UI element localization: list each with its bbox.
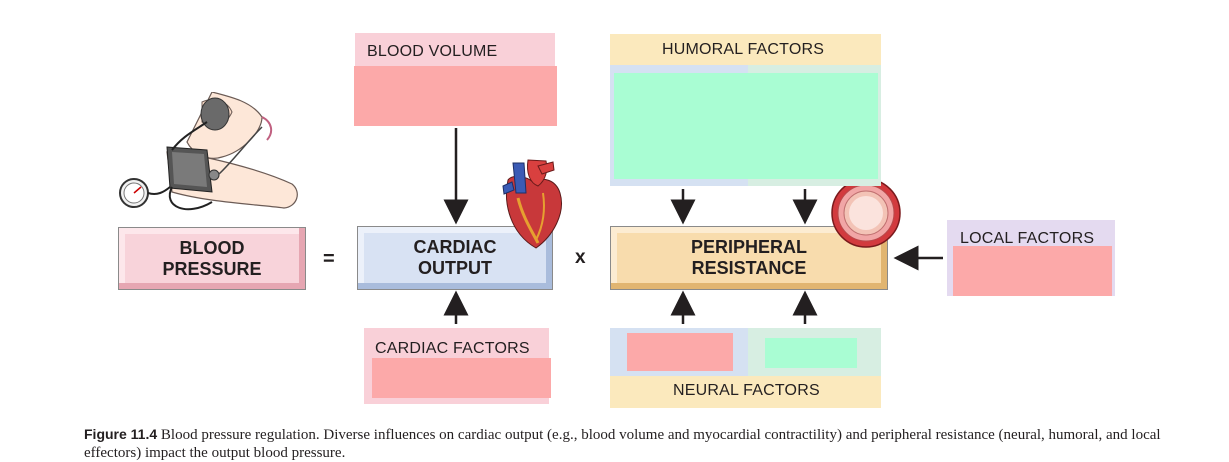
- neural-dilators-mask: [765, 338, 857, 368]
- cardiac-output-box: CARDIAC OUTPUT: [357, 226, 553, 290]
- neural-constrictors-mask: [627, 333, 733, 371]
- local-factors-label: LOCAL FACTORS: [960, 230, 1095, 247]
- cardiac-factors-label: CARDIAC FACTORS: [375, 340, 530, 357]
- humoral-factors-mask: [614, 73, 878, 179]
- blood-pressure-cuff-illustration: [119, 92, 298, 211]
- blood-volume-label: BLOOD VOLUME: [367, 43, 498, 60]
- blood-pressure-label: BLOOD PRESSURE: [162, 237, 262, 279]
- humoral-factors-label: HUMORAL FACTORS: [662, 41, 825, 58]
- figure-caption: Figure 11.4 Blood pressure regulation. D…: [84, 425, 1164, 462]
- figure-caption-text: Blood pressure regulation. Diverse influ…: [84, 427, 1161, 461]
- blood-volume-mask: [354, 66, 557, 126]
- local-factors-mask: [953, 246, 1112, 296]
- equals-sign: =: [323, 248, 335, 270]
- times-sign: x: [575, 247, 586, 268]
- figure-label: Figure 11.4: [84, 426, 158, 442]
- cardiac-factors-mask: [372, 358, 551, 398]
- cardiac-output-label: CARDIAC OUTPUT: [413, 237, 497, 278]
- blood-pressure-box: BLOOD PRESSURE: [118, 227, 306, 290]
- peripheral-resistance-label: PERIPHERAL RESISTANCE: [690, 237, 807, 278]
- neural-factors-label: NEURAL FACTORS: [673, 382, 820, 399]
- heart-icon: [502, 159, 562, 249]
